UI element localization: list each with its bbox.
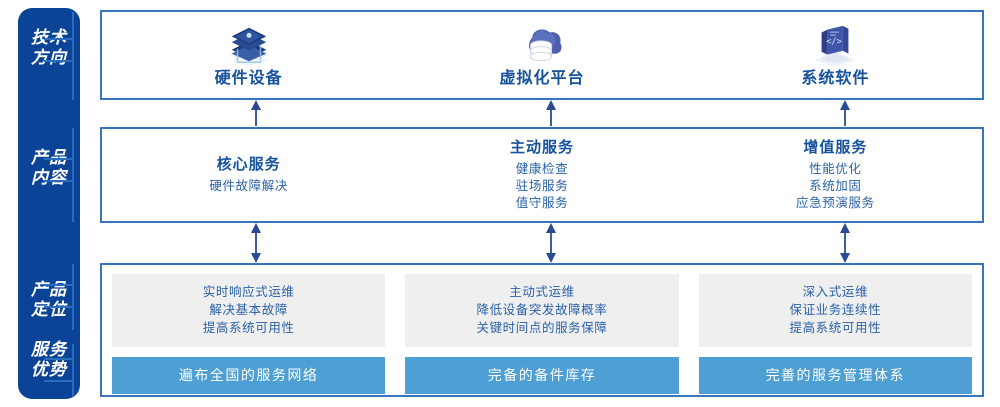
arrow-up-3 (840, 100, 850, 126)
bottom-card-2[interactable]: 主动式运维 降低设备突发故障概率 关键时间点的服务保障 完备的备件库存 (395, 265, 688, 395)
rail-label-product-position-line2: 定位 (31, 300, 67, 319)
position-line: 关键时间点的服务保障 (476, 321, 608, 335)
bracket-service-advantage (44, 344, 74, 396)
content-card-title: 增值服务 (803, 139, 868, 156)
bracket-stub (44, 38, 74, 40)
bracket-product-position (44, 264, 74, 330)
position-line: 降低设备突发故障概率 (476, 303, 608, 317)
rail-label-tech-direction-line2: 方向 (31, 48, 67, 67)
bracket-stub (44, 60, 74, 62)
rail-label-product-position: 产品 定位 (18, 280, 80, 320)
bracket-stub (44, 180, 74, 182)
rail-label-product-content: 产品 内容 (18, 148, 80, 188)
bracket-stub (44, 380, 74, 382)
position-line: 深入式运维 (802, 285, 869, 299)
tech-card-hardware[interactable]: 硬件设备 (102, 12, 395, 98)
rail-label-tech-direction: 技术 方向 (18, 28, 80, 68)
tech-card-virtualization[interactable]: 虚拟化平台 (395, 12, 688, 98)
content-card-active-service[interactable]: 主动服务 健康检查 驻场服务 值守服务 (395, 129, 688, 221)
content-card-item: 硬件故障解决 (209, 179, 288, 193)
position-line: 提高系统可用性 (202, 321, 295, 335)
position-box-3: 深入式运维 保证业务连续性 提高系统可用性 (698, 274, 972, 347)
cloud-database-icon (529, 29, 562, 61)
advantage-bar-1[interactable]: 遍布全国的服务网络 (112, 357, 386, 394)
bracket-stub (44, 306, 74, 308)
code-laptop-icon: </> (814, 25, 857, 66)
content-card-core-service[interactable]: 核心服务 硬件故障解决 (102, 129, 395, 221)
svg-text:</>: </> (827, 37, 843, 47)
content-card-item: 驻场服务 (515, 179, 569, 193)
position-box-1: 实时响应式运维 解决基本故障 提高系统可用性 (112, 274, 386, 347)
bracket-product-content (44, 128, 74, 222)
position-line: 主动式运维 (509, 285, 575, 299)
position-box-2: 主动式运维 降低设备突发故障概率 关键时间点的服务保障 (405, 274, 679, 347)
bottom-card-1[interactable]: 实时响应式运维 解决基本故障 提高系统可用性 遍布全国的服务网络 (102, 265, 395, 395)
bottom-card-3[interactable]: 深入式运维 保证业务连续性 提高系统可用性 完善的服务管理体系 (689, 265, 982, 395)
content-card-item: 值守服务 (515, 196, 569, 210)
position-line: 提高系统可用性 (789, 321, 882, 335)
arrow-both-1 (251, 223, 261, 263)
position-line: 保证业务连续性 (789, 303, 882, 317)
tech-card-system-software[interactable]: </> 系统软件 (689, 12, 982, 98)
arrow-up-1 (251, 100, 261, 126)
content-card-value-added-service[interactable]: 增值服务 性能优化 系统加固 应急预演服务 (689, 129, 982, 221)
rail-label-product-content-line2: 内容 (31, 168, 67, 187)
left-category-rail (18, 8, 80, 399)
bracket-stub (44, 358, 74, 360)
rail-label-service-advantage-line1: 服务 (31, 340, 67, 359)
advantage-bar-2[interactable]: 完备的备件库存 (405, 357, 679, 394)
position-line: 解决基本故障 (209, 303, 288, 317)
bracket-stub (44, 284, 74, 286)
advantage-bar-3[interactable]: 完善的服务管理体系 (698, 357, 972, 394)
bracket-stub (44, 158, 74, 160)
content-card-item: 系统加固 (809, 179, 862, 193)
panel-tech-direction: 硬件设备 虚拟化平台 (100, 10, 984, 100)
arrow-both-2 (546, 223, 556, 263)
rail-label-product-position-line1: 产品 (31, 280, 67, 299)
content-card-title: 核心服务 (216, 156, 281, 173)
content-card-item: 性能优化 (809, 162, 862, 176)
tech-card-title: 系统软件 (801, 69, 870, 87)
arrow-up-2 (546, 100, 556, 126)
rail-label-service-advantage: 服务 优势 (18, 340, 80, 380)
rail-label-service-advantage-line2: 优势 (31, 360, 67, 379)
bracket-tech-direction (44, 12, 74, 100)
content-card-title: 主动服务 (509, 139, 574, 156)
panel-position-advantage: 实时响应式运维 解决基本故障 提高系统可用性 遍布全国的服务网络 主动式运维 降… (100, 263, 984, 397)
server-stack-icon (229, 27, 268, 66)
content-card-item: 健康检查 (515, 162, 569, 176)
rail-label-tech-direction-line1: 技术 (31, 28, 67, 47)
content-card-item: 应急预演服务 (796, 196, 875, 210)
tech-card-title: 硬件设备 (214, 69, 283, 87)
tech-card-title: 虚拟化平台 (499, 69, 585, 87)
panel-product-content: 核心服务 硬件故障解决 主动服务 健康检查 驻场服务 值守服务 增值服务 性能优… (100, 127, 984, 223)
position-line: 实时响应式运维 (202, 285, 295, 299)
arrow-both-3 (840, 223, 850, 263)
rail-label-product-content-line1: 产品 (31, 148, 67, 167)
